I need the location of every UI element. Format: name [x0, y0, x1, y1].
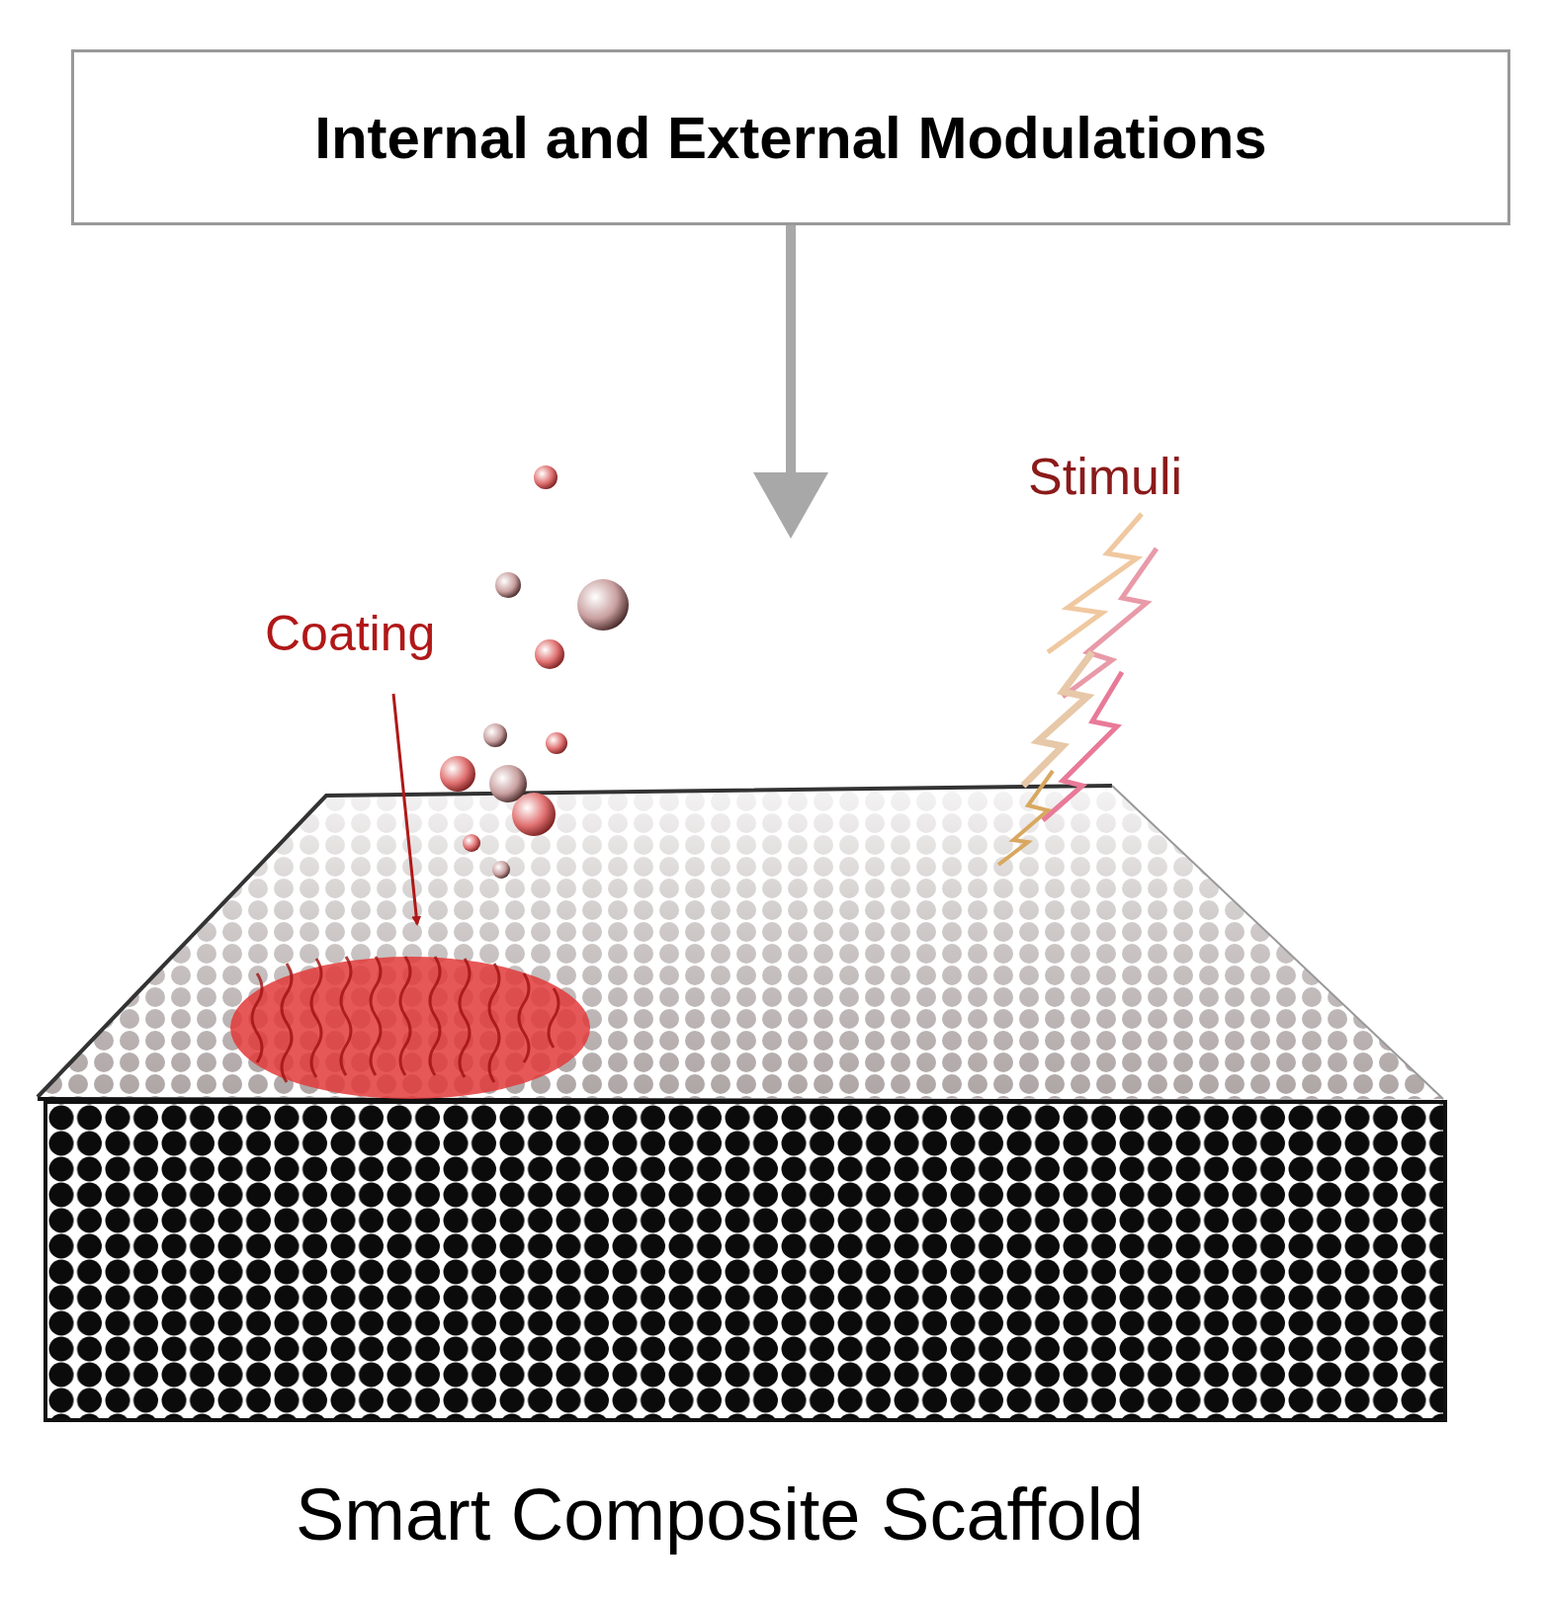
bubbles: [439, 465, 629, 879]
stimuli-label: Stimuli: [1028, 446, 1183, 507]
down-arrow: [753, 225, 829, 539]
leader-arrow: [393, 693, 418, 925]
heading-box: Internal and External Modulations: [71, 49, 1511, 226]
scaffold-top: [37, 785, 1444, 1100]
stimuli-bolts: [998, 514, 1157, 865]
coating-label: Coating: [264, 604, 435, 663]
coating-patch: [230, 956, 591, 1100]
heading-text: Internal and External Modulations: [314, 103, 1267, 172]
scaffold-front: [37, 1099, 1446, 1421]
caption: Smart Composite Scaffold: [295, 1472, 1144, 1557]
